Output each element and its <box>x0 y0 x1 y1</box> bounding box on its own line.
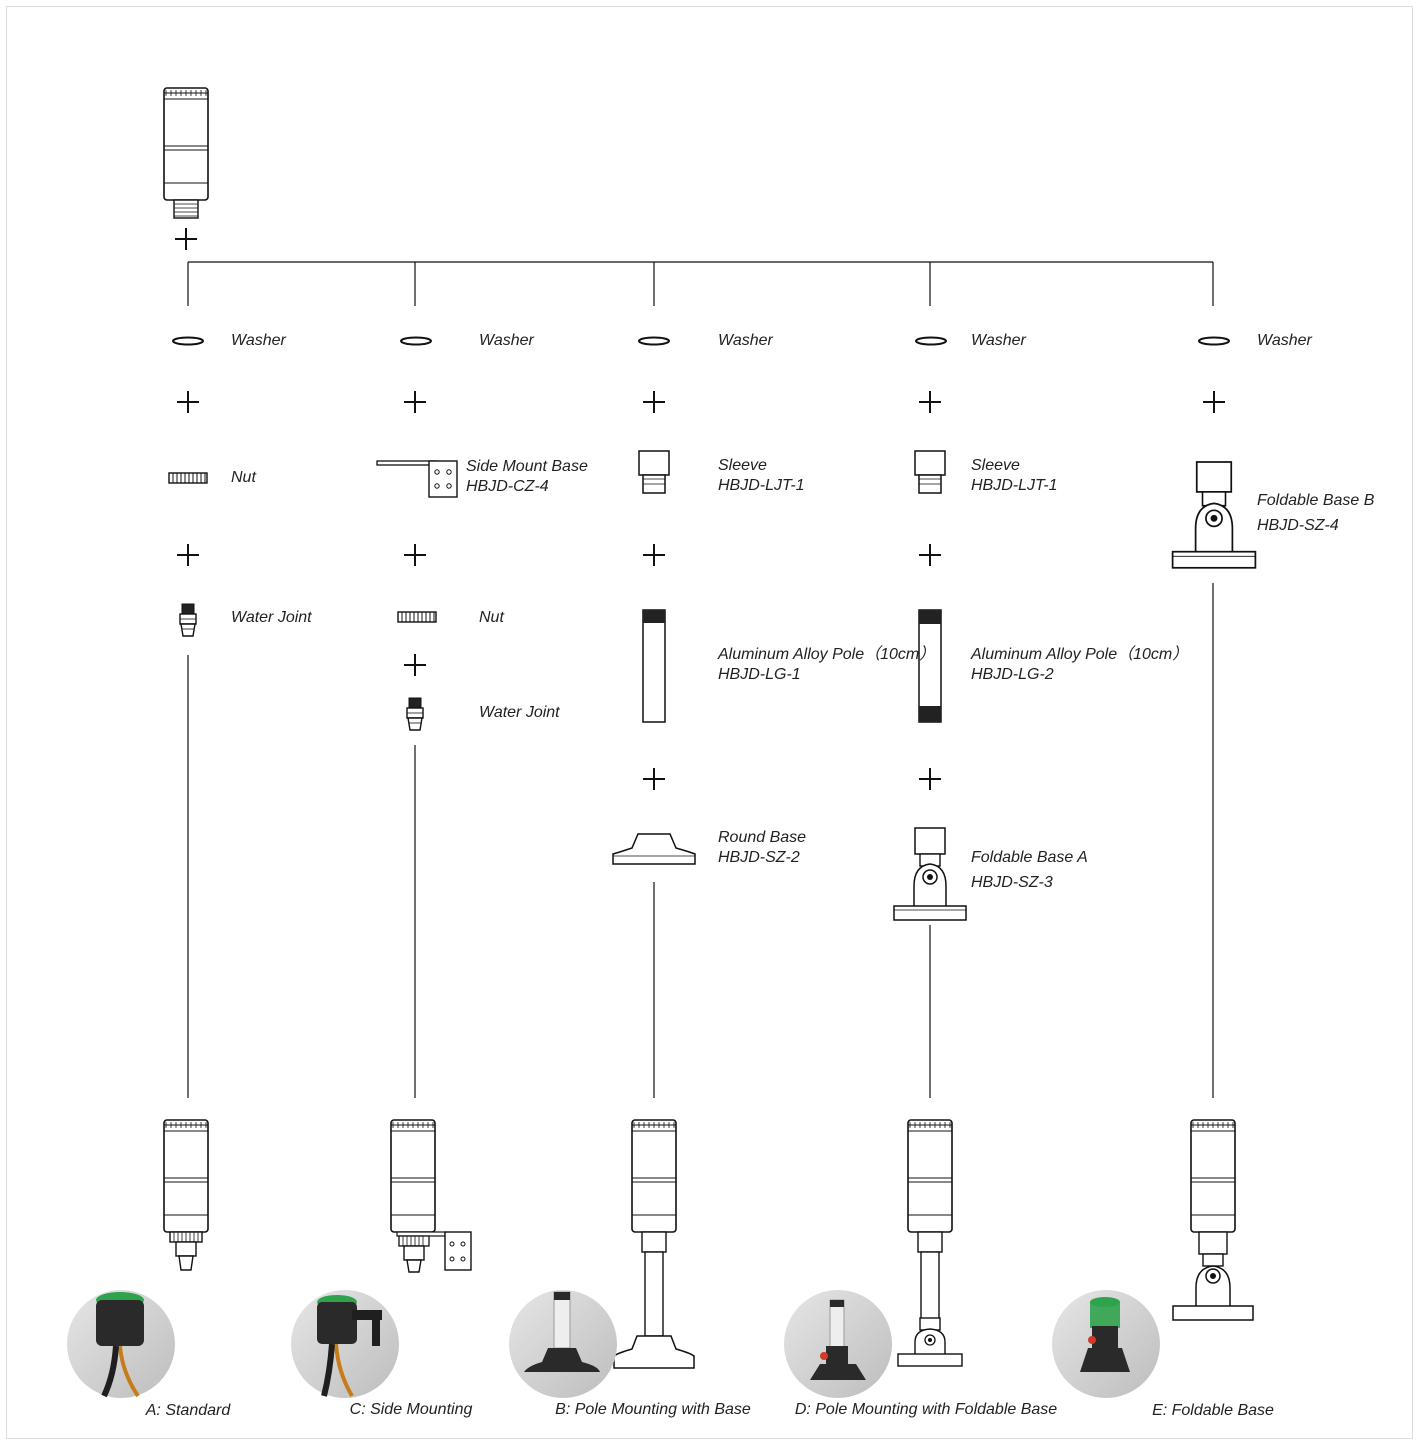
plus-icon <box>643 391 665 413</box>
washer-icon <box>638 336 670 346</box>
foldable-base-a-code: HBJD-SZ-3 <box>971 874 1053 891</box>
round-base-name: Round Base <box>718 829 807 846</box>
caption-c: C: Side Mounting <box>349 1401 473 1418</box>
plus-icon <box>919 544 941 566</box>
pole-code: HBJD-LG-1 <box>718 666 801 683</box>
nut-label: Nut <box>479 609 504 626</box>
sleeve-icon <box>914 450 946 494</box>
round-base-icon <box>612 833 696 865</box>
side-mount-base-label: Side Mount Base HBJD-CZ-4 <box>466 457 588 497</box>
pole-label: Aluminum Alloy Pole（10cm） HBJD-LG-2 <box>971 645 1188 685</box>
assembly-b-pole-with-base <box>613 1119 695 1369</box>
nut-icon <box>397 611 437 623</box>
foldable-base-b-label: Foldable Base B HBJD-SZ-4 <box>1257 488 1374 538</box>
plus-icon <box>643 768 665 790</box>
caption-d: D: Pole Mounting with Foldable Base <box>794 1401 1058 1418</box>
plus-icon <box>1203 391 1225 413</box>
sleeve-label: Sleeve HBJD-LJT-1 <box>718 456 805 496</box>
pole-name: Aluminum Alloy Pole（10cm） <box>971 646 1189 663</box>
plus-icon <box>404 654 426 676</box>
round-base-code: HBJD-SZ-2 <box>718 849 800 866</box>
foldable-base-a-name: Foldable Base A <box>971 849 1088 866</box>
round-base-label: Round Base HBJD-SZ-2 <box>718 828 806 868</box>
caption-b: B: Pole Mounting with Base <box>555 1401 751 1418</box>
signal-light-top <box>163 87 209 219</box>
sleeve-name: Sleeve <box>971 457 1020 474</box>
sleeve-label: Sleeve HBJD-LJT-1 <box>971 456 1058 496</box>
side-mount-base-code: HBJD-CZ-4 <box>466 478 549 495</box>
tree-branches <box>187 261 1214 1098</box>
plus-icon <box>919 391 941 413</box>
foldable-base-a-label: Foldable Base A HBJD-SZ-3 <box>971 845 1088 895</box>
pole-label: Aluminum Alloy Pole（10cm） HBJD-LG-1 <box>718 645 935 685</box>
plus-icon <box>177 544 199 566</box>
sleeve-code: HBJD-LJT-1 <box>718 477 805 494</box>
plus-icon <box>404 391 426 413</box>
diagram-frame <box>6 6 1413 1439</box>
foldable-base-a-icon <box>893 827 967 921</box>
plus-icon <box>919 768 941 790</box>
washer-label: Washer <box>231 332 286 349</box>
photo-d <box>784 1290 892 1398</box>
assembly-d-pole-with-foldable-base <box>897 1119 963 1367</box>
washer-label: Washer <box>718 332 773 349</box>
washer-icon <box>915 336 947 346</box>
washer-label: Washer <box>971 332 1026 349</box>
nut-label: Nut <box>231 469 256 486</box>
plus-top-icon <box>175 228 197 250</box>
plus-icon <box>177 391 199 413</box>
water-joint-label: Water Joint <box>479 704 560 721</box>
photo-e <box>1052 1290 1160 1398</box>
foldable-base-b-icon <box>1171 461 1257 569</box>
assembly-a-standard <box>163 1119 209 1271</box>
water-joint-icon <box>179 603 197 637</box>
aluminum-pole-icon <box>918 609 942 723</box>
photo-c <box>291 1290 399 1398</box>
caption-e: E: Foldable Base <box>1152 1402 1274 1419</box>
pole-code: HBJD-LG-2 <box>971 666 1054 683</box>
water-joint-icon <box>406 697 424 731</box>
aluminum-pole-icon <box>642 609 666 723</box>
pole-name: Aluminum Alloy Pole（10cm） <box>718 646 936 663</box>
photo-a <box>67 1290 175 1398</box>
caption-a: A: Standard <box>145 1402 231 1419</box>
washer-label: Washer <box>479 332 534 349</box>
sleeve-icon <box>638 450 670 494</box>
assembly-e-foldable-base <box>1172 1119 1254 1321</box>
sleeve-name: Sleeve <box>718 457 767 474</box>
side-mount-base-icon <box>376 460 458 498</box>
washer-icon <box>400 336 432 346</box>
washer-icon <box>1198 336 1230 346</box>
foldable-base-b-code: HBJD-SZ-4 <box>1257 517 1339 534</box>
assembly-c-side-mounting <box>390 1119 472 1273</box>
plus-icon <box>404 544 426 566</box>
washer-label: Washer <box>1257 332 1312 349</box>
water-joint-label: Water Joint <box>231 609 312 626</box>
nut-icon <box>168 472 208 484</box>
photo-b <box>509 1290 617 1398</box>
sleeve-code: HBJD-LJT-1 <box>971 477 1058 494</box>
plus-icon <box>643 544 665 566</box>
washer-icon <box>172 336 204 346</box>
foldable-base-b-name: Foldable Base B <box>1257 492 1375 509</box>
side-mount-base-name: Side Mount Base <box>466 458 588 475</box>
